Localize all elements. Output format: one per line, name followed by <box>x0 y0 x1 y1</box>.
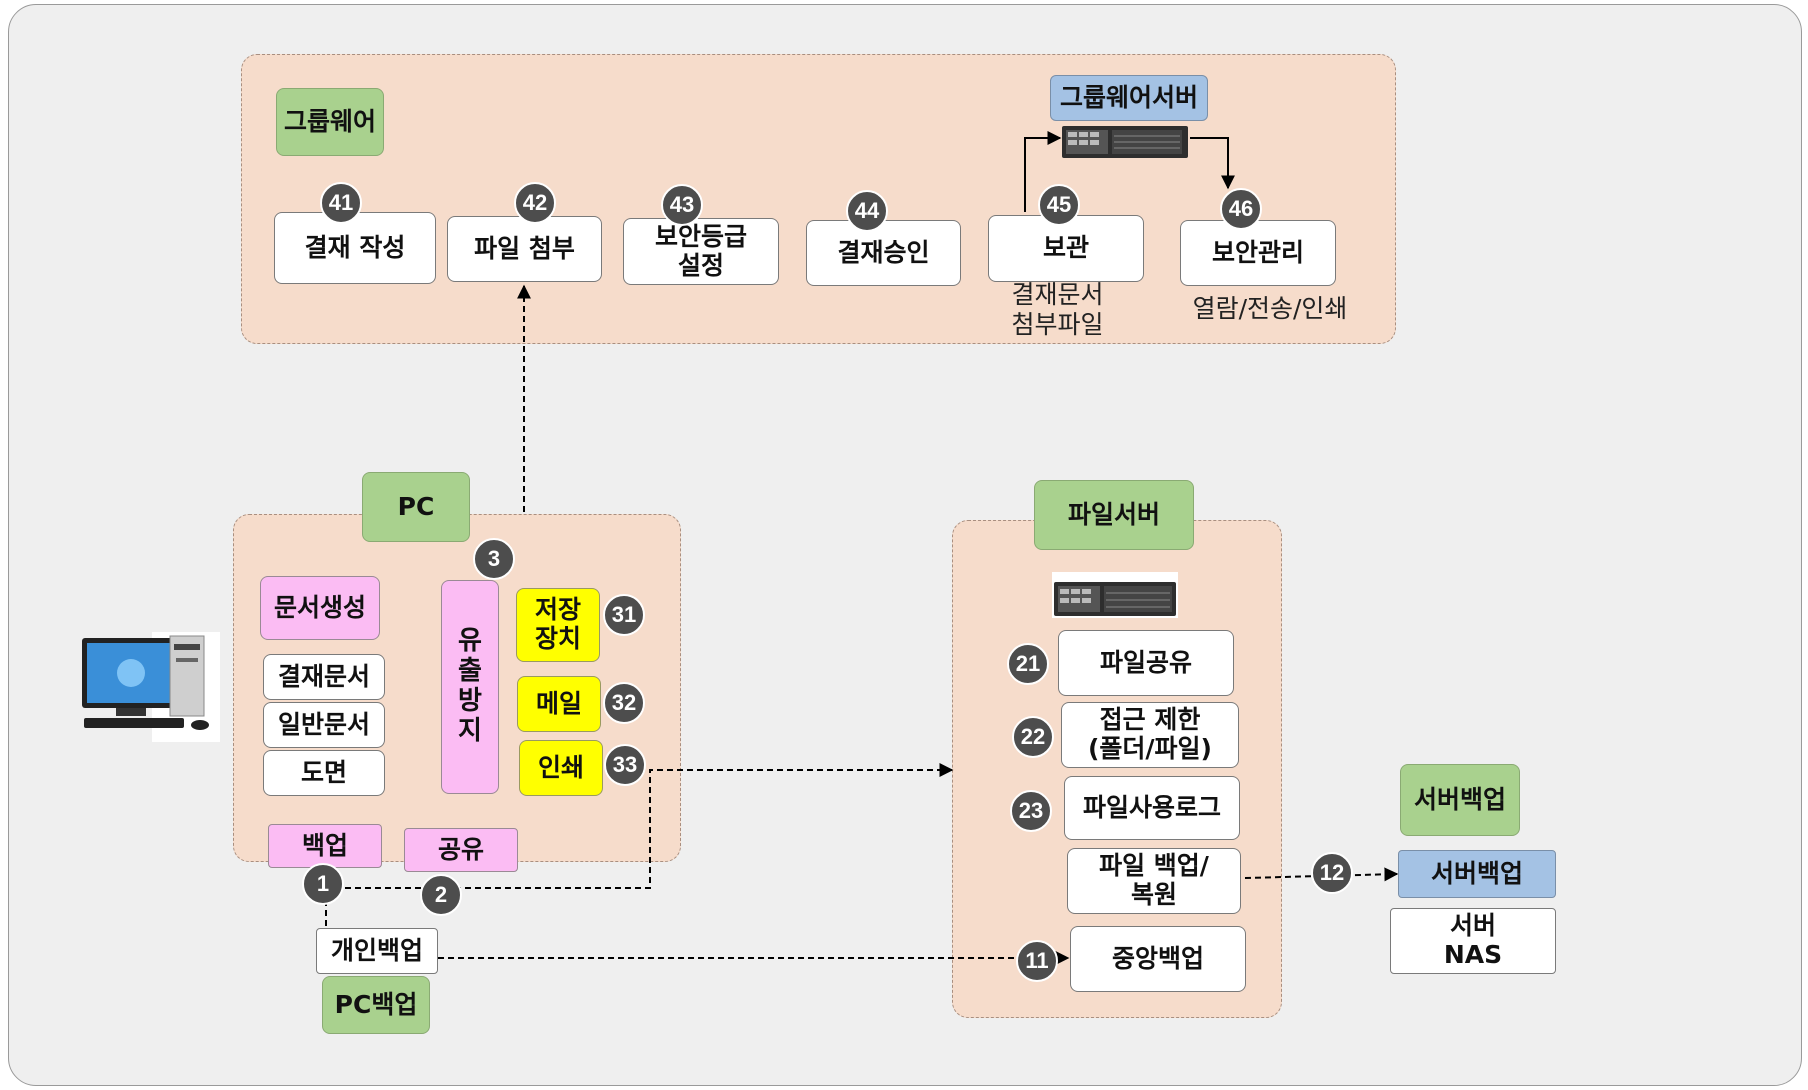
share-2-badge: 2 <box>420 874 462 916</box>
security-note: 열람/전송/인쇄 <box>1192 294 1348 323</box>
share-box: 공유 <box>404 828 518 872</box>
step-42-box: 파일 첨부 <box>447 216 602 282</box>
fs-22-badge: 22 <box>1012 716 1054 758</box>
doc-create-box: 문서생성 <box>260 576 380 640</box>
step-43-badge: 43 <box>661 184 703 226</box>
pc-backup-label: PC백업 <box>322 976 430 1034</box>
doc-type-general: 일반문서 <box>263 702 385 748</box>
channel-print-box: 인쇄 <box>519 740 603 796</box>
storage-note: 결재문서 첨부파일 <box>1011 280 1104 339</box>
groupware-server-icon <box>1062 126 1188 158</box>
channel-32-badge: 32 <box>603 682 645 724</box>
step-41-box: 결재 작성 <box>274 212 436 284</box>
doc-type-drawing: 도면 <box>263 750 385 796</box>
server-to-security-arrow <box>1190 137 1235 190</box>
channel-mail-box: 메일 <box>517 676 601 732</box>
channel-storage-box: 저장 장치 <box>516 588 600 662</box>
step-46-box: 보안관리 <box>1180 220 1336 286</box>
step-45-badge: 45 <box>1038 184 1080 226</box>
step-44-box: 결재승인 <box>806 220 961 286</box>
server-backup-12-badge: 12 <box>1311 852 1353 894</box>
pc-label: PC <box>362 472 470 542</box>
backup-to-central-line <box>325 880 1070 965</box>
backup-box: 백업 <box>268 824 382 868</box>
fs-access-box: 접근 제한 (폴더/파일) <box>1061 702 1239 768</box>
fileserver-label: 파일서버 <box>1034 480 1194 550</box>
fs-log-box: 파일사용로그 <box>1064 776 1240 840</box>
leak-prevention-badge: 3 <box>473 538 515 580</box>
step-42-badge: 42 <box>514 182 556 224</box>
channel-33-badge: 33 <box>604 744 646 786</box>
groupware-label: 그룹웨어 <box>276 88 384 156</box>
store-to-server-arrow <box>1024 131 1062 212</box>
step-44-badge: 44 <box>846 190 888 232</box>
backup-1-badge: 1 <box>302 863 344 905</box>
fs-backup-restore-box: 파일 백업/ 복원 <box>1067 848 1241 914</box>
channel-31-badge: 31 <box>603 594 645 636</box>
leak-prevention-box: 유 출 방 지 <box>441 580 499 794</box>
server-backup-label: 서버백업 <box>1400 764 1520 836</box>
step-45-box: 보관 <box>988 215 1144 282</box>
fileserver-icon <box>1052 572 1178 618</box>
server-nas-box: 서버 NAS <box>1390 908 1556 974</box>
doc-type-approval: 결재문서 <box>263 654 385 700</box>
server-backup-target-box: 서버백업 <box>1398 850 1556 898</box>
fs-share-box: 파일공유 <box>1058 630 1234 696</box>
step-41-badge: 41 <box>320 182 362 224</box>
fs-21-badge: 21 <box>1007 643 1049 685</box>
filebackup-to-serverbackup-arrow <box>1244 867 1399 882</box>
fs-23-badge: 23 <box>1010 790 1052 832</box>
fs-11-badge: 11 <box>1016 940 1058 982</box>
step-43-box: 보안등급 설정 <box>623 218 779 285</box>
step-46-badge: 46 <box>1220 188 1262 230</box>
desktop-pc-icon <box>82 632 220 742</box>
personal-backup-box: 개인백업 <box>316 928 438 974</box>
groupware-server-label: 그룹웨어서버 <box>1050 75 1208 121</box>
fs-central-backup-box: 중앙백업 <box>1070 926 1246 992</box>
share-to-fileserver-line <box>325 763 954 889</box>
